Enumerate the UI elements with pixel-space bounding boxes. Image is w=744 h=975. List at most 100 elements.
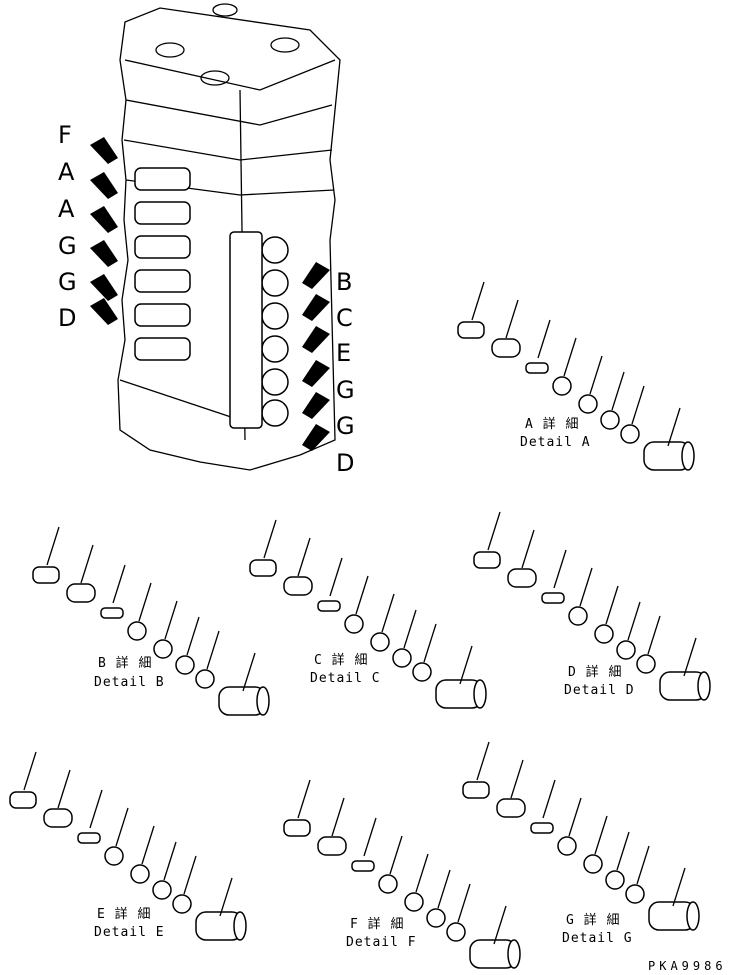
left-label-5: G xyxy=(58,268,77,296)
detail-e-ring xyxy=(172,894,192,914)
right-label-5: G xyxy=(336,412,355,440)
detail-c-o-ring-leader xyxy=(381,593,395,633)
detail-d-caption-en: Detail D xyxy=(564,683,635,698)
detail-g-spring-seat xyxy=(496,798,526,818)
detail-c-caption-jp: C 詳 細 xyxy=(314,652,368,668)
right-labels: B C E G G D xyxy=(336,268,355,477)
left-arrows xyxy=(90,137,118,325)
detail-g-plug-leader xyxy=(672,867,686,907)
detail-b-o-ring xyxy=(153,639,173,659)
detail-a-spring-leader xyxy=(537,319,551,359)
detail-e-cap-leader xyxy=(23,751,37,791)
detail-g-plug-end xyxy=(686,901,700,931)
arrow-left-1 xyxy=(90,137,118,164)
detail-d-o-ring-leader xyxy=(605,585,619,625)
detail-a-spring xyxy=(525,362,549,374)
detail-b-backup-ring xyxy=(175,655,195,675)
detail-e-plug-end xyxy=(233,911,247,941)
detail-d-seal xyxy=(568,606,588,626)
detail-captions: A 詳 細 Detail A B 詳 細 Detail B C 詳 細 Deta… xyxy=(94,416,635,950)
detail-f-caption-jp: F 詳 細 xyxy=(350,916,404,932)
detail-f-ring-leader xyxy=(457,883,471,923)
detail-c-spring-leader xyxy=(329,557,343,597)
left-label-4: G xyxy=(58,232,77,260)
detail-groups xyxy=(9,281,711,969)
detail-e-backup-ring-leader xyxy=(163,841,177,881)
detail-d-spring-seat-leader xyxy=(521,529,535,569)
detail-g-seal xyxy=(557,836,577,856)
detail-a-ring xyxy=(620,424,640,444)
detail-a-cap-leader xyxy=(471,281,485,321)
detail-g-backup-ring xyxy=(605,870,625,890)
detail-c-o-ring xyxy=(370,632,390,652)
right-arrows xyxy=(302,262,330,451)
detail-g-ring xyxy=(625,884,645,904)
detail-a-o-ring xyxy=(578,394,598,414)
detail-e-plug-leader xyxy=(219,877,233,917)
detail-e-spring-seat-leader xyxy=(57,769,71,809)
detail-c-plug-leader xyxy=(459,645,473,685)
detail-f-seal xyxy=(378,874,398,894)
left-label-1: F xyxy=(58,121,72,149)
detail-g-ring-leader xyxy=(636,845,650,885)
detail-f-caption-en: Detail F xyxy=(346,935,417,950)
detail-a-spring-seat xyxy=(491,338,521,358)
detail-c-spring-seat-leader xyxy=(297,537,311,577)
right-label-6: D xyxy=(336,449,354,477)
detail-g-o-ring-leader xyxy=(594,815,608,855)
detail-b-plug-end xyxy=(256,686,270,716)
detail-e-cap xyxy=(9,791,37,809)
right-label-3: E xyxy=(336,339,351,367)
detail-f-seal-leader xyxy=(389,835,403,875)
detail-f-spring xyxy=(351,860,375,872)
detail-f-plug-end xyxy=(507,939,521,969)
detail-d-ring xyxy=(636,654,656,674)
detail-a-seal-leader xyxy=(563,337,577,377)
detail-d-cap-leader xyxy=(487,511,501,551)
detail-d-plug-end xyxy=(697,671,711,701)
detail-e-o-ring-leader xyxy=(141,825,155,865)
left-label-3: A xyxy=(58,195,75,223)
arrow-right-4 xyxy=(302,360,330,387)
detail-a-o-ring-leader xyxy=(589,355,603,395)
detail-g-cap-leader xyxy=(476,741,490,781)
detail-c-cap xyxy=(249,559,277,577)
arrow-right-1 xyxy=(302,262,330,289)
detail-e-backup-ring xyxy=(152,880,172,900)
detail-b-plug-leader xyxy=(242,652,256,692)
detail-a-caption-jp: A 詳 細 xyxy=(525,416,579,432)
right-label-4: G xyxy=(336,376,355,404)
detail-e-caption-jp: E 詳 細 xyxy=(97,906,151,922)
detail-d-spring-leader xyxy=(553,549,567,589)
detail-b-spring-seat-leader xyxy=(80,544,94,584)
detail-b-backup-ring-leader xyxy=(186,616,200,656)
detail-c-plug-end xyxy=(473,679,487,709)
detail-a-ring-leader xyxy=(631,385,645,425)
detail-c-cap-leader xyxy=(263,519,277,559)
arrow-right-3 xyxy=(302,326,330,353)
detail-b-ring-leader xyxy=(206,630,220,670)
right-valve-plugs xyxy=(229,231,289,429)
detail-e-seal xyxy=(104,846,124,866)
detail-c-caption-en: Detail C xyxy=(310,671,381,686)
detail-e-caption-en: Detail E xyxy=(94,925,165,940)
detail-b-spring-seat xyxy=(66,583,96,603)
right-label-2: C xyxy=(336,304,353,332)
detail-g-caption-jp: G 詳 細 xyxy=(566,912,620,928)
detail-a-backup-ring-leader xyxy=(611,371,625,411)
detail-a-caption-en: Detail A xyxy=(520,435,591,450)
detail-c-backup-ring xyxy=(392,648,412,668)
detail-d-caption-jp: D 詳 細 xyxy=(568,664,622,680)
arrow-left-5 xyxy=(90,274,118,301)
detail-c-spring-seat xyxy=(283,576,313,596)
detail-c-ring xyxy=(412,662,432,682)
detail-a-cap xyxy=(457,321,485,339)
detail-g-cap xyxy=(462,781,490,799)
detail-e-spring-leader xyxy=(89,789,103,829)
arrow-left-2 xyxy=(90,172,118,199)
detail-b-cap-leader xyxy=(46,526,60,566)
detail-d-cap xyxy=(473,551,501,569)
detail-f-spring-leader xyxy=(363,817,377,857)
detail-b-caption-jp: B 詳 細 xyxy=(98,655,152,671)
